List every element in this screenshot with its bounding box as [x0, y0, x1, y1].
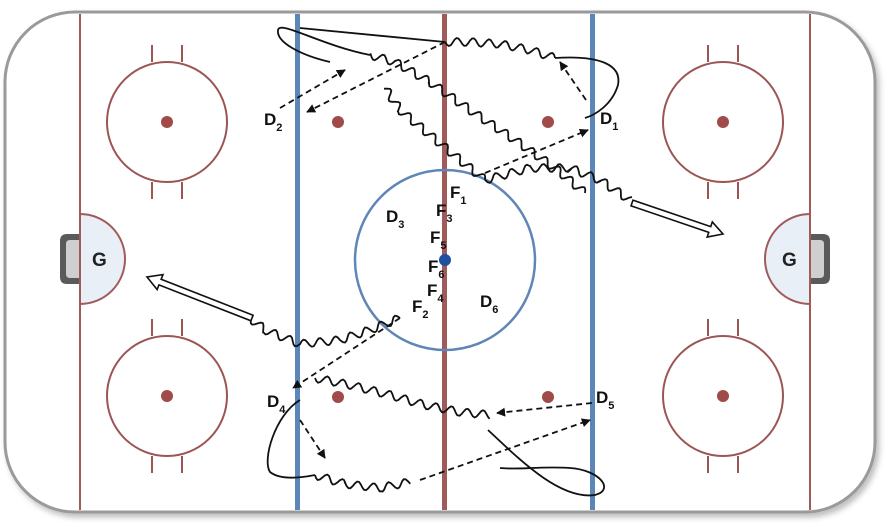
goalie-right: G: [782, 250, 797, 271]
pass-d2-up: [279, 69, 346, 109]
player-d5: D5: [596, 388, 614, 412]
line-top-edge: [299, 27, 446, 43]
net-right-inner: [810, 240, 824, 278]
faceoff-circle-bottom-left: [106, 319, 228, 473]
neutral-dot-top-right: [542, 116, 554, 128]
pass-d4-down: [299, 419, 326, 459]
skate-path-top-edge: [444, 37, 556, 60]
blue-line-left: [295, 14, 300, 510]
crease-left: [79, 212, 126, 306]
faceoff-circle-top-right: [662, 45, 784, 199]
pass-to-d2: [306, 41, 446, 113]
faceoff-dot-bottom-left: [161, 390, 173, 402]
skate-path-top-to-right: [484, 163, 633, 201]
drill-paths: [145, 26, 725, 497]
center-circle: [353, 168, 537, 352]
neutral-dot-bottom-left: [332, 391, 344, 403]
skate-path-top-center: [383, 87, 487, 181]
player-labels: D1 D2 D3 D5 D6 D4 F1 F3 F5 F6 F4 F2: [264, 109, 618, 416]
player-d1: D1: [600, 109, 618, 133]
player-d4: D4: [267, 392, 286, 416]
player-f1: F1: [450, 183, 467, 207]
net-left-inner: [66, 240, 80, 278]
loop-top-right: [554, 56, 620, 119]
faceoff-dot-top-left: [161, 116, 173, 128]
goalie-left: G: [92, 250, 107, 271]
pass-d5-back: [496, 402, 593, 417]
crease-right: [764, 212, 811, 306]
player-f3: F3: [436, 201, 453, 225]
pass-f1-to-d1: [484, 128, 589, 174]
player-f4: F4: [427, 281, 444, 305]
skate-path-bottom-edge: [314, 473, 411, 493]
player-f6: F6: [428, 257, 445, 281]
player-d2: D2: [264, 110, 282, 134]
faceoff-circle-top-left: [106, 45, 228, 199]
player-f5: F5: [430, 228, 447, 252]
neutral-dot-top-left: [332, 116, 344, 128]
loop-top-left: [277, 26, 371, 63]
neutral-dot-bottom-right: [542, 391, 554, 403]
player-d3: D3: [386, 207, 404, 231]
skate-path-bottom-center: [314, 375, 491, 420]
blue-line-right: [590, 14, 595, 510]
center-faceoff-dot: [439, 254, 451, 266]
player-f2: F2: [412, 297, 429, 321]
faceoff-circle-bottom-right: [662, 319, 784, 473]
loop-bottom-right: [487, 429, 605, 497]
skate-path-bottom-left: [249, 314, 401, 348]
skate-path-top-neutral: [369, 53, 587, 194]
pass-d1-up: [559, 61, 587, 101]
loop-bottom-left: [266, 399, 316, 479]
carry-arrow-left: [145, 273, 255, 322]
player-d6: D6: [480, 292, 498, 316]
faceoff-dot-bottom-right: [717, 390, 729, 402]
carry-arrow-right: [630, 199, 725, 239]
pass-f2-to-d4: [292, 317, 401, 389]
faceoff-dot-top-right: [717, 116, 729, 128]
pass-to-d5: [419, 418, 591, 481]
